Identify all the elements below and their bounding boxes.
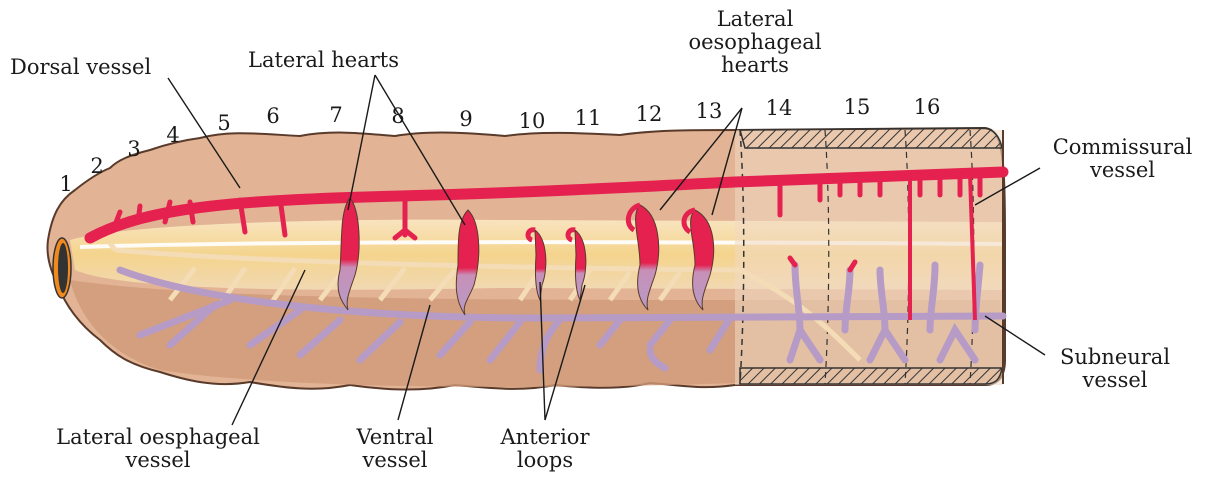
label-dorsal-vessel: Dorsal vessel [10,56,151,79]
label-lateral-hearts: Lateral hearts [248,49,399,72]
segment-number-12: 12 [636,102,663,126]
segment-number-2: 2 [90,154,103,178]
segment-number-3: 3 [127,137,140,161]
label-subneural-vessel-line-2: vessel [1045,369,1185,392]
label-anterior-loops-line-2: loops [480,449,610,472]
segment-number-15: 15 [844,95,871,119]
segment-number-13: 13 [696,99,723,123]
label-commissural-vessel: Commissural vessel [1040,136,1205,182]
label-lateral-oesophageal-hearts-line-1: Lateral [680,8,830,31]
label-lateral-oesphageal-vessel: Lateral oesphageal vessel [38,426,278,472]
label-commissural-vessel-line-1: Commissural [1040,136,1205,159]
segment-number-5: 5 [217,111,230,135]
label-anterior-loops: Anterior loops [480,426,610,472]
label-ventral-vessel-line-1: Ventral [340,426,450,449]
segment-number-8: 8 [391,104,404,128]
segment-number-10: 10 [519,109,546,133]
segment-number-1: 1 [59,172,72,196]
segment-number-7: 7 [329,103,342,127]
segment-number-16: 16 [914,95,941,119]
label-ventral-vessel: Ventral vessel [340,426,450,472]
label-subneural-vessel: Subneural vessel [1045,346,1185,392]
label-lateral-oesphageal-vessel-line-2: vessel [38,449,278,472]
label-lateral-oesophageal-hearts-line-3: hearts [680,54,830,77]
label-commissural-vessel-line-2: vessel [1040,159,1205,182]
segment-number-9: 9 [459,107,472,131]
segment-number-11: 11 [575,106,602,130]
label-lateral-oesphageal-vessel-line-1: Lateral oesphageal [38,426,278,449]
label-anterior-loops-line-1: Anterior [480,426,610,449]
segment-number-14: 14 [766,96,793,120]
label-subneural-vessel-line-1: Subneural [1045,346,1185,369]
label-lateral-oesophageal-hearts: Lateral oesophageal hearts [680,8,830,77]
label-lateral-oesophageal-hearts-line-2: oesophageal [680,31,830,54]
segment-number-6: 6 [266,104,279,128]
segment-number-4: 4 [166,123,179,147]
label-ventral-vessel-line-2: vessel [340,449,450,472]
